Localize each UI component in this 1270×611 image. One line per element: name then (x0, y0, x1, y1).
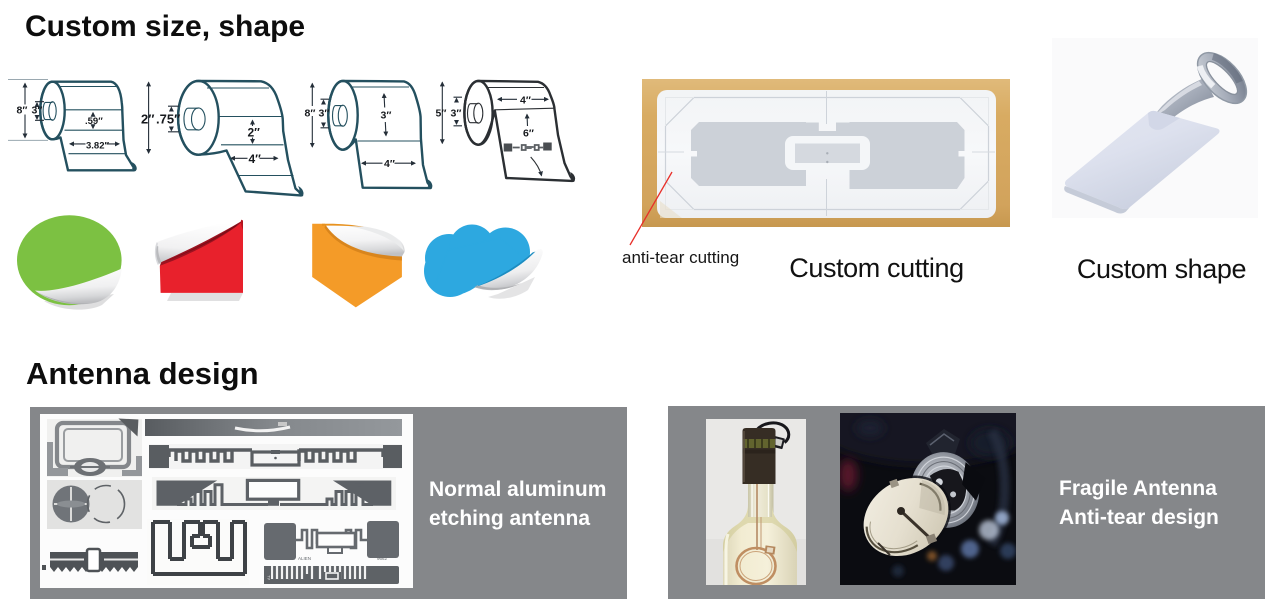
svg-text:2″: 2″ (248, 126, 261, 140)
svg-text:8″: 8″ (305, 108, 316, 120)
svg-text:3.82″: 3.82″ (86, 140, 109, 151)
svg-text:4″: 4″ (520, 94, 531, 106)
svg-text:ALIEN: ALIEN (298, 556, 311, 561)
svg-text:3″: 3″ (319, 108, 330, 120)
svg-text:4″: 4″ (249, 152, 262, 166)
svg-text:6″: 6″ (523, 128, 534, 140)
svg-text:2″: 2″ (141, 112, 154, 127)
svg-text:8″: 8″ (17, 105, 28, 117)
svg-text:3″: 3″ (32, 105, 43, 117)
svg-text:.59″: .59″ (85, 116, 103, 127)
svg-text:5″: 5″ (436, 108, 447, 120)
svg-text:.75″: .75″ (156, 112, 180, 127)
svg-text:4″: 4″ (384, 158, 395, 170)
svg-text:3″: 3″ (451, 108, 462, 120)
svg-text:3″: 3″ (381, 110, 392, 122)
svg-text:AL: AL (266, 574, 271, 580)
svg-text:9662: 9662 (377, 556, 388, 561)
